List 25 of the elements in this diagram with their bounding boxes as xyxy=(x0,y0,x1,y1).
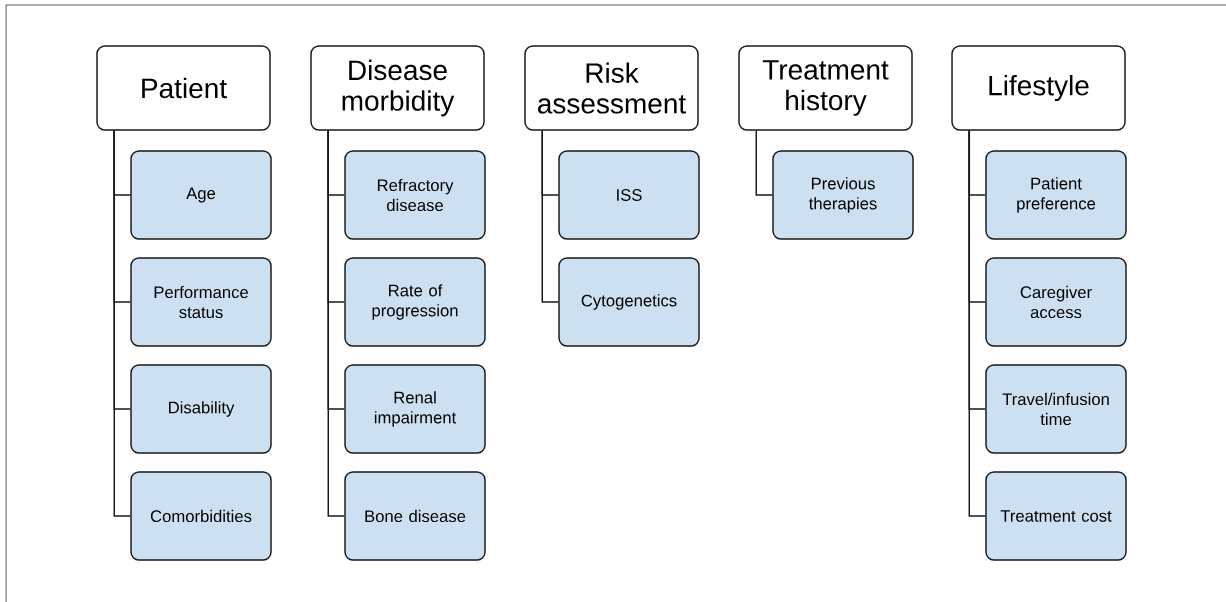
factor-box: Bone disease xyxy=(344,471,486,561)
factor-box: Caregiver access xyxy=(985,257,1127,347)
factor-box: Treatment cost xyxy=(985,471,1127,561)
factor-box: Age xyxy=(130,150,272,240)
connector-line xyxy=(968,130,986,517)
category-box: Treatment history xyxy=(738,45,913,131)
connector-line xyxy=(113,130,131,517)
connector-line xyxy=(327,130,345,517)
connector-line xyxy=(541,130,559,303)
factor-box: Performance status xyxy=(130,257,272,347)
factor-box: Refractory disease xyxy=(344,150,486,240)
category-box: Patient xyxy=(96,45,271,131)
factor-box: Comorbidities xyxy=(130,471,272,561)
factor-box: ISS xyxy=(558,150,700,240)
factor-box: Cytogenetics xyxy=(558,257,700,347)
connector-line xyxy=(755,130,773,196)
factor-box: Travel/infusion time xyxy=(985,364,1127,454)
factor-box: Previous therapies xyxy=(772,150,914,240)
category-box: Lifestyle xyxy=(951,45,1126,131)
category-box: Disease morbidity xyxy=(310,45,485,131)
category-box: Risk assessment xyxy=(524,45,699,131)
factor-box: Disability xyxy=(130,364,272,454)
factor-box: Patient preference xyxy=(985,150,1127,240)
factor-box: Renal impairment xyxy=(344,364,486,454)
factor-box: Rate of progression xyxy=(344,257,486,347)
